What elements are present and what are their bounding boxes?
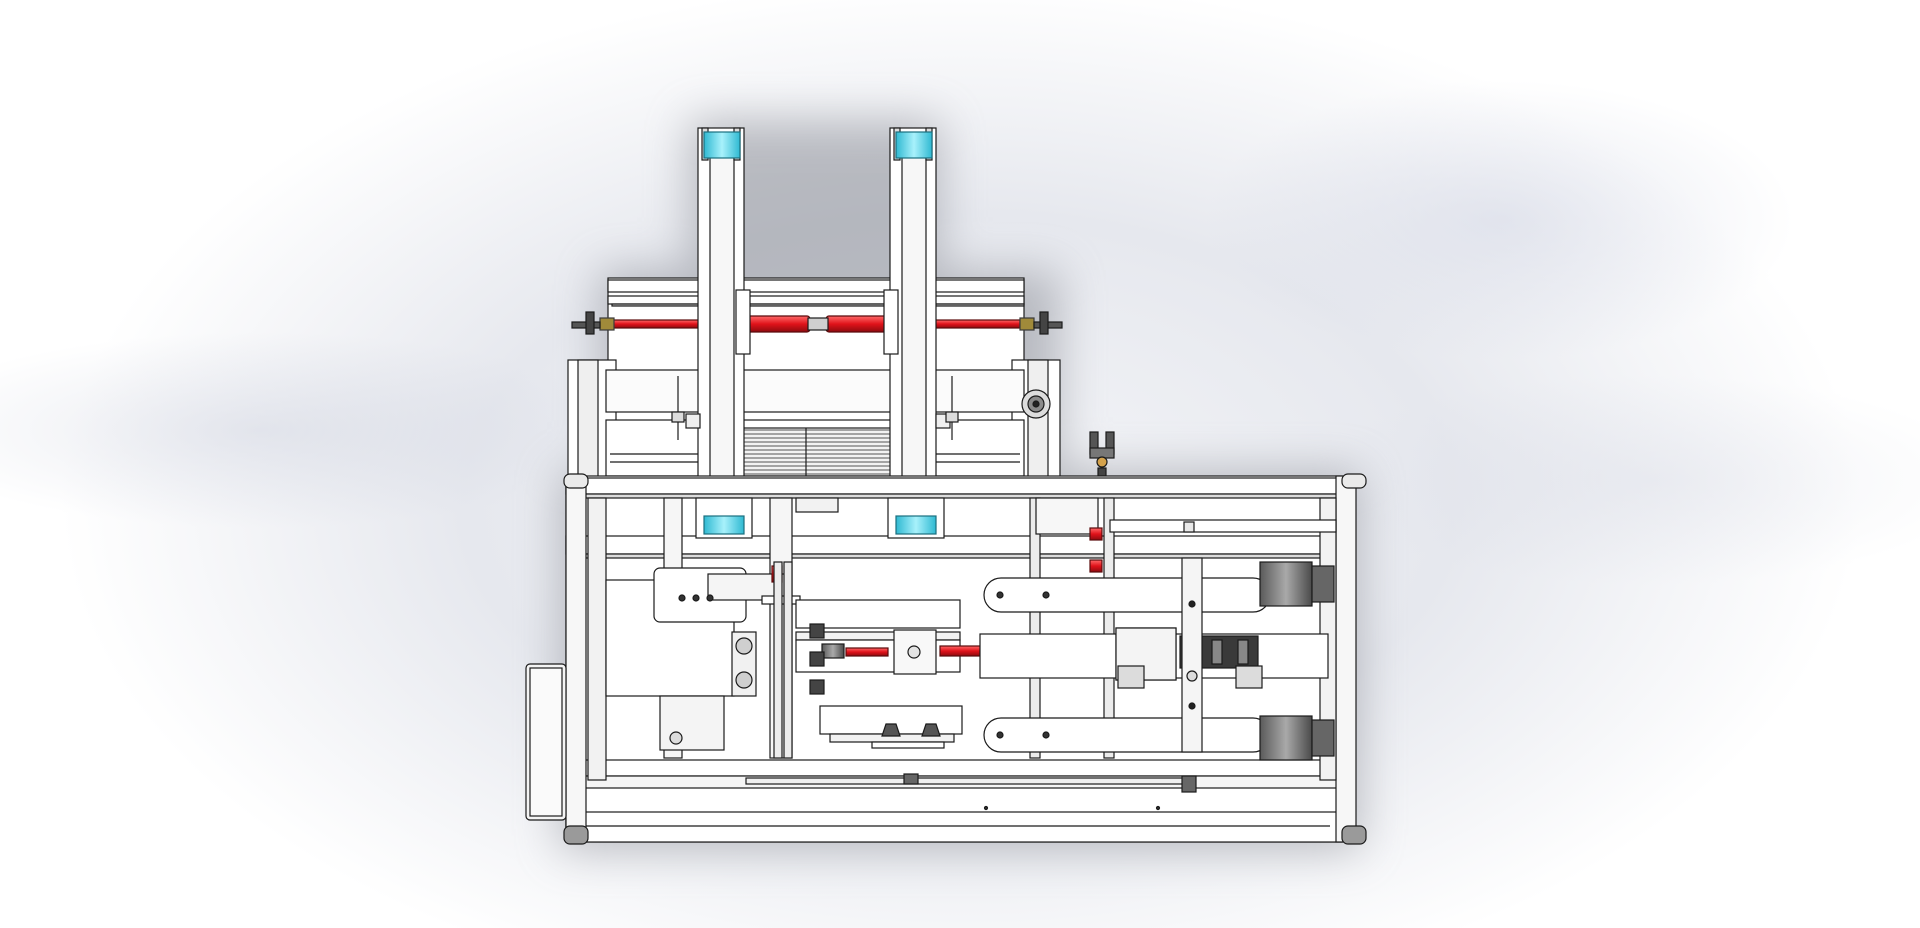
- guide-posts: [773, 497, 1115, 759]
- center-push-slide: [795, 599, 993, 695]
- magazine-column-right: [883, 127, 951, 479]
- lower-rail-details: [745, 773, 1197, 811]
- upper-right-rail: [1109, 519, 1337, 533]
- side-clamp-right: [945, 376, 959, 440]
- air-filter-regulator: [1089, 431, 1115, 477]
- side-clamp-left: [671, 376, 685, 440]
- magazine-column-left: [685, 127, 751, 479]
- adjust-handwheel: [1021, 389, 1051, 419]
- machine-model: [525, 127, 1367, 845]
- right-pusher-assembly: [979, 557, 1329, 753]
- pneumatic-cylinder-top: [571, 311, 1063, 335]
- vacuum-suction-cups: [819, 705, 963, 749]
- side-panel-box: [525, 663, 567, 821]
